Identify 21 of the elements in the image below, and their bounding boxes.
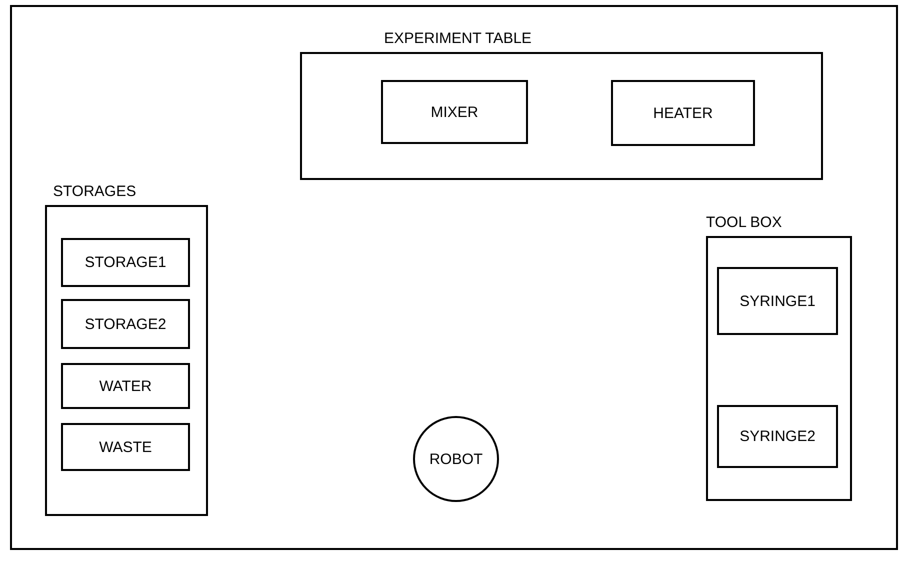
equipment-box: [611, 80, 755, 146]
node-label: WATER: [99, 378, 152, 394]
robot-circle: [413, 416, 499, 502]
group-heading: STORAGES: [53, 183, 136, 202]
equipment-box: [61, 238, 190, 287]
node-label: SYRINGE2: [740, 428, 816, 445]
group-heading: TOOL BOX: [706, 214, 782, 233]
equipment-box: [61, 299, 190, 349]
node-label: HEATER: [653, 104, 713, 122]
group-heading: EXPERIMENT TABLE: [384, 30, 532, 49]
equipment-box: [61, 363, 190, 409]
equipment-box: [717, 405, 838, 468]
node-label: STORAGE2: [84, 316, 166, 332]
node-label: SYRINGE1: [740, 292, 816, 310]
equipment-box: [717, 267, 838, 335]
node-label: STORAGE1: [84, 254, 166, 271]
equipment-box: [61, 423, 190, 471]
equipment-box: [381, 80, 528, 144]
node-label: MIXER: [430, 104, 478, 120]
node-label: WASTE: [99, 438, 152, 456]
node-label: ROBOT: [429, 450, 483, 468]
